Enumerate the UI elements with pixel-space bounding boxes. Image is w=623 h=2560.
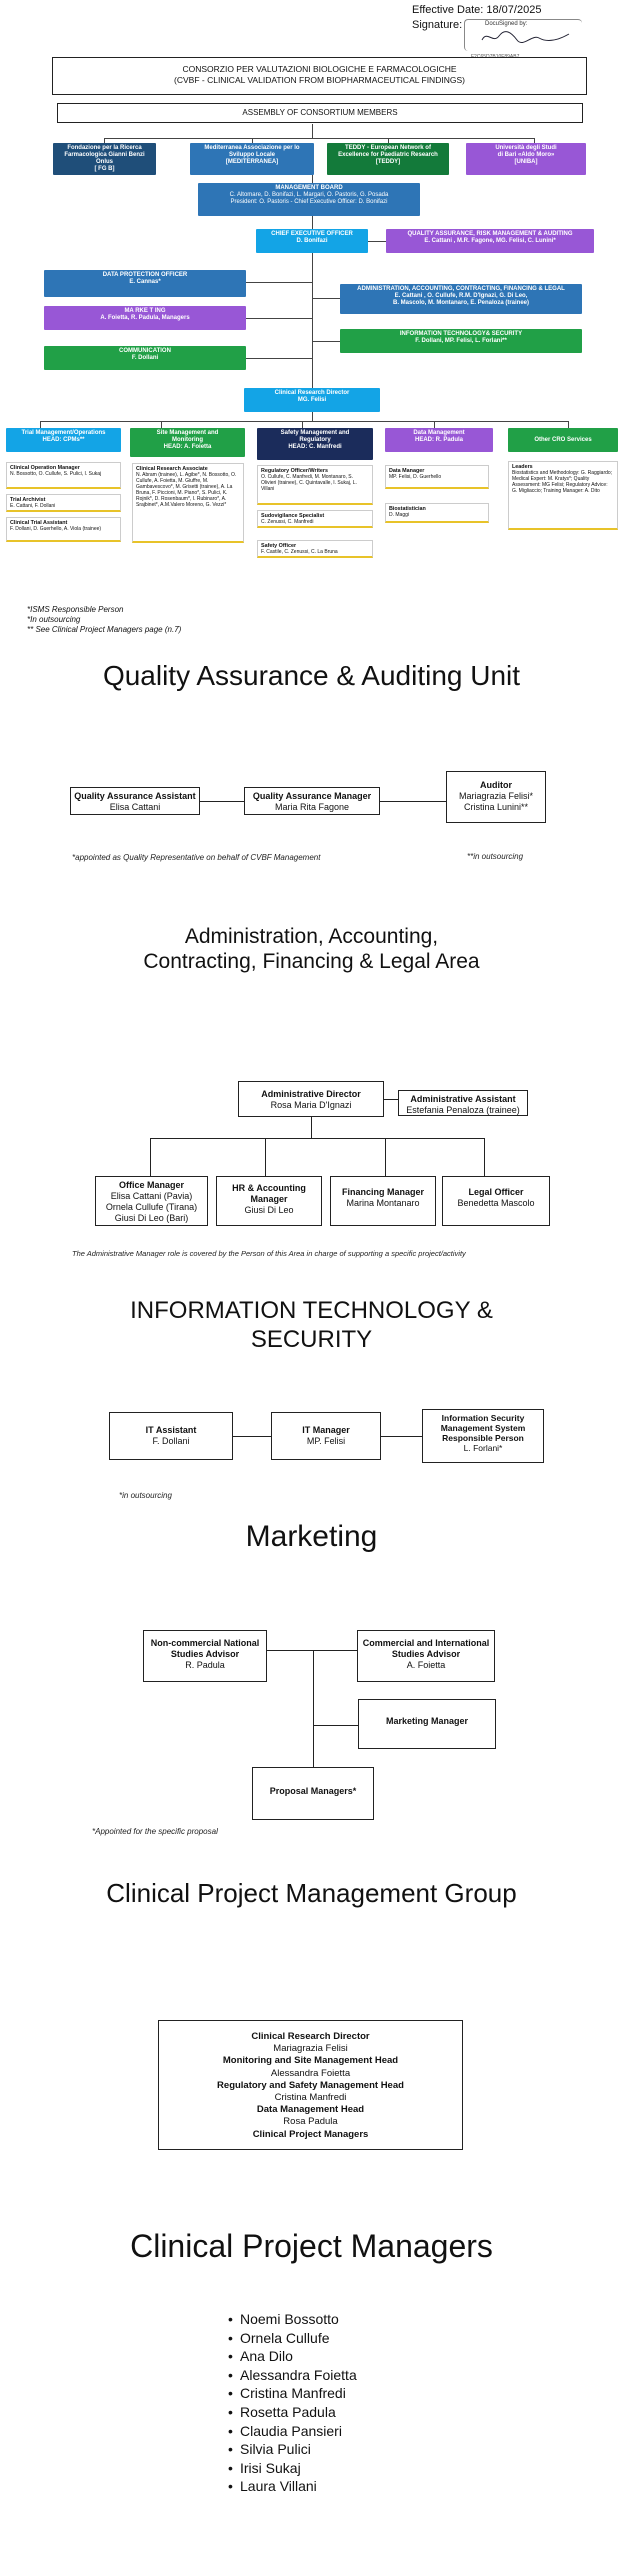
- list-item: Silvia Pulici: [240, 2440, 357, 2459]
- noncommercial-advisor-box: Non-commercial National Studies Advisor …: [143, 1630, 267, 1682]
- list-item: Laura Villani: [240, 2477, 357, 2496]
- qa-section-title: Quality Assurance & Auditing Unit: [102, 660, 521, 691]
- list-item: Cristina Manfredi: [240, 2384, 357, 2403]
- marketing-note: *Appointed for the specific proposal: [92, 1827, 218, 1836]
- docusign-stamp: DocuSigned by: F2C65D7B10F89AB7: [464, 19, 582, 60]
- footnote-2: *In outsourcing: [27, 615, 81, 624]
- proposal-managers-box: Proposal Managers*: [252, 1767, 374, 1820]
- signature-label: Signature:: [412, 19, 463, 31]
- cpmg-row: Alessandra Foietta: [270, 2067, 351, 2079]
- it-note: *in outsourcing: [119, 1491, 172, 1500]
- office-manager-box: Office Manager Elisa Cattani (Pavia) Orn…: [95, 1176, 208, 1226]
- footnote-1: *ISMS Responsible Person: [27, 605, 124, 614]
- cpmg-row: Regulatory and Safety Management Head: [217, 2079, 404, 2091]
- unit-other: Other CRO Services: [508, 428, 618, 452]
- qa-note-1: *appointed as Quality Representative on …: [72, 853, 321, 862]
- marketing-manager-box: Marketing Manager: [358, 1699, 496, 1749]
- qa-note-2: **in outsourcing: [467, 852, 524, 861]
- admin-director-box: Administrative Director Rosa Maria D'Ign…: [238, 1081, 384, 1117]
- footnote-3: ** See Clinical Project Managers page (n…: [27, 625, 182, 634]
- effective-date: Effective Date: 18/07/2025: [412, 4, 542, 16]
- qa-risk-box: QUALITY ASSURANCE, RISK MANAGEMENT & AUD…: [386, 229, 594, 253]
- marketing-section-title: Marketing: [245, 1520, 378, 1553]
- list-item: Claudia Pansieri: [240, 2422, 357, 2441]
- admin-note: The Administrative Manager role is cover…: [72, 1249, 466, 1258]
- cpmg-row: Clinical Research Director: [251, 2031, 370, 2042]
- consortium-title: CONSORZIO PER VALUTAZIONI BIOLOGICHE E F…: [52, 57, 587, 95]
- legal-officer-box: Legal Officer Benedetta Mascolo: [442, 1176, 550, 1226]
- it-manager-box: IT Manager MP. Felisi: [271, 1412, 381, 1460]
- admin-section-title-l2: Contracting, Financing & Legal Area: [143, 950, 480, 973]
- it-section-title-l1: INFORMATION TECHNOLOGY &: [130, 1297, 493, 1324]
- admin-assistant-box: Administrative Assistant Estefania Penal…: [398, 1090, 528, 1116]
- cpmg-row: Rosa Padula: [283, 2116, 338, 2128]
- consortium-line1: CONSORZIO PER VALUTAZIONI BIOLOGICHE E F…: [182, 64, 457, 74]
- list-item: Ana Dilo: [240, 2347, 357, 2366]
- financing-box: Financing Manager Marina Montanaro: [330, 1176, 436, 1226]
- cpmg-section-title: Clinical Project Management Group: [106, 1878, 517, 1908]
- isms-box: Information Security Management System R…: [422, 1409, 544, 1463]
- qa-assistant-box: Quality Assurance Assistant Elisa Cattan…: [70, 787, 200, 815]
- cpm-section-title: Clinical Project Managers: [130, 2228, 493, 2264]
- hr-accounting-box: HR & Accounting Manager Giusi Di Leo: [216, 1176, 322, 1226]
- auditor-box: Auditor Mariagrazia Felisi* Cristina Lun…: [446, 771, 546, 823]
- it-assistant-box: IT Assistant F. Dollani: [109, 1412, 233, 1460]
- list-item: Noemi Bossotto: [240, 2310, 357, 2329]
- admin-box: ADMINISTRATION, ACCOUNTING, CONTRACTING,…: [340, 284, 582, 314]
- cpmg-box: Clinical Research Director Mariagrazia F…: [158, 2020, 463, 2150]
- management-board: MANAGEMENT BOARD C. Altomare, D. Bonifaz…: [198, 183, 420, 216]
- assembly-box: ASSEMBLY OF CONSORTIUM MEMBERS: [57, 103, 583, 123]
- footnotes: *ISMS Responsible Person *In outsourcing…: [27, 605, 181, 635]
- cpm-list: Noemi Bossotto Ornela Cullufe Ana Dilo A…: [240, 2310, 357, 2496]
- it-section-title-l2: SECURITY: [250, 1326, 373, 1353]
- cpmg-row: Monitoring and Site Management Head: [222, 2055, 399, 2067]
- signature-scribble: [481, 31, 570, 43]
- consortium-line2: (CVBF - CLINICAL VALIDATION FROM BIOPHAR…: [174, 75, 465, 85]
- cpmg-row: Clinical Project Managers: [252, 2128, 369, 2140]
- list-item: Ornela Cullufe: [240, 2329, 357, 2348]
- commercial-advisor-box: Commercial and International Studies Adv…: [357, 1630, 495, 1682]
- qa-manager-box: Quality Assurance Manager Maria Rita Fag…: [244, 787, 380, 815]
- list-item: Irisi Sukaj: [240, 2459, 357, 2478]
- cpmg-row: Cristina Manfredi: [274, 2092, 347, 2104]
- docusigned-label: DocuSigned by:: [485, 21, 528, 27]
- list-item: Rosetta Padula: [240, 2403, 357, 2422]
- cpmg-row: Mariagrazia Felisi: [273, 2043, 348, 2055]
- admin-section-title-l1: Administration, Accounting,: [184, 925, 439, 948]
- cpmg-row: Data Management Head: [256, 2104, 365, 2116]
- list-item: Alessandra Foietta: [240, 2366, 357, 2385]
